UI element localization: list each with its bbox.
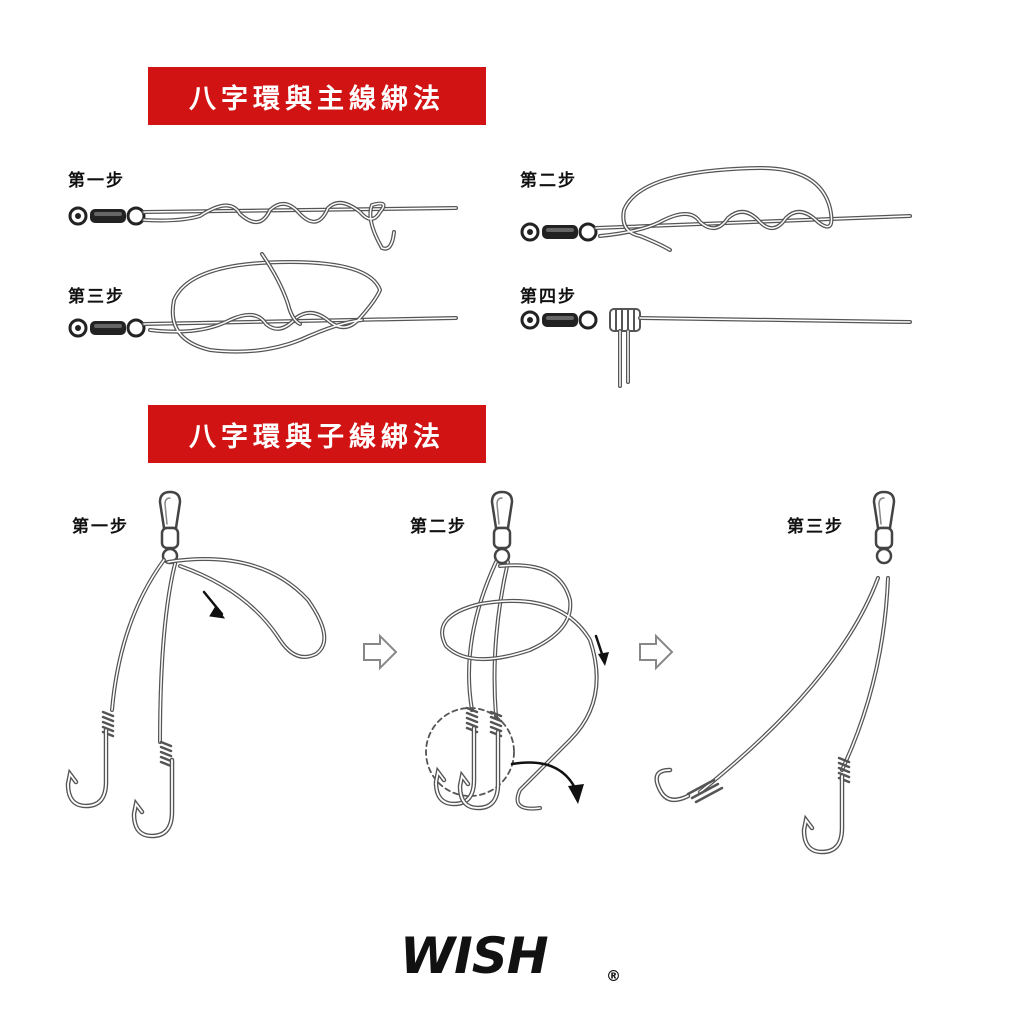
swivel-icon: [490, 490, 514, 565]
hook-icon: [804, 776, 842, 852]
swivel-icon: [520, 222, 598, 242]
swivel-icon: [872, 490, 896, 565]
hook-icon: [134, 760, 172, 836]
step-label-2-2: 第二步: [410, 517, 467, 537]
diagram-step-2-2: [425, 490, 609, 811]
diagram-step-1-1: [68, 200, 458, 251]
registered-mark: ®: [606, 967, 621, 985]
wish-logo: WISH ®: [400, 927, 621, 985]
section-title-leader-line: 八字環與子線綁法: [148, 405, 486, 463]
hook-icon: [68, 730, 106, 806]
arrow-right-icon: [363, 635, 397, 669]
brand-name: WISH: [400, 927, 548, 985]
rotate-arrow-icon: [510, 761, 578, 792]
diagram-step-2-3: [654, 490, 896, 852]
step-label-2-3: 第三步: [787, 517, 844, 537]
step-label-1-4: 第四步: [520, 287, 577, 307]
step-label-2-1: 第一步: [72, 517, 129, 537]
swivel-icon: [158, 490, 182, 565]
step-label-1-2: 第二步: [520, 171, 577, 191]
step-label-1-3: 第三步: [68, 287, 125, 307]
arrow-right-icon: [639, 635, 673, 669]
swivel-icon: [520, 310, 598, 330]
section-title-main-line: 八字環與主線綁法: [148, 67, 486, 125]
diagram-step-1-3: [68, 252, 458, 354]
swivel-icon: [68, 318, 146, 338]
swivel-icon: [68, 206, 146, 226]
diagram-step-2-1: [68, 490, 327, 836]
diagram-step-1-4: [520, 308, 912, 388]
diagram-step-1-2: [520, 165, 912, 252]
step-label-1-1: 第一步: [68, 171, 125, 191]
